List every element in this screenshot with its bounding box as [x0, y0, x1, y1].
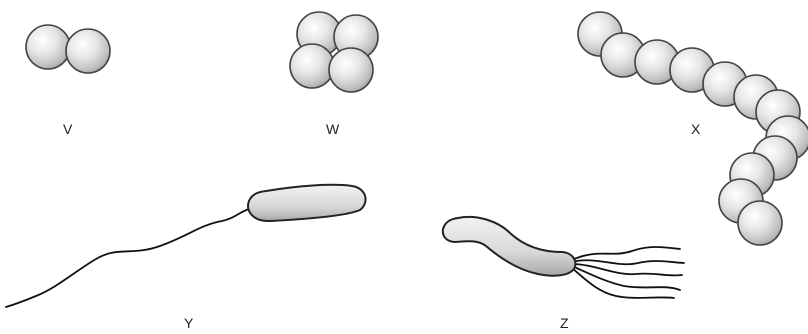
coccus-cell	[738, 201, 782, 245]
organism-y-flagellated-rod	[6, 185, 366, 307]
coccus-cell	[290, 44, 334, 88]
flagellum	[572, 260, 684, 264]
label-z: Z	[560, 315, 569, 331]
label-y: Y	[184, 315, 194, 331]
flagellum	[6, 208, 252, 307]
coccus-cell	[66, 29, 110, 73]
label-x: X	[691, 121, 701, 137]
organism-v-diplococcus	[26, 25, 110, 73]
flagellum	[572, 247, 680, 260]
rod-cell	[443, 217, 576, 276]
label-v: V	[63, 121, 73, 137]
coccus-cell	[26, 25, 70, 69]
rod-cell	[248, 185, 366, 221]
label-w: W	[326, 121, 340, 137]
flagellum	[572, 266, 680, 290]
organism-w-tetrad	[290, 12, 378, 92]
coccus-cell	[329, 48, 373, 92]
organism-z-curved-rod-tuft	[443, 217, 684, 298]
